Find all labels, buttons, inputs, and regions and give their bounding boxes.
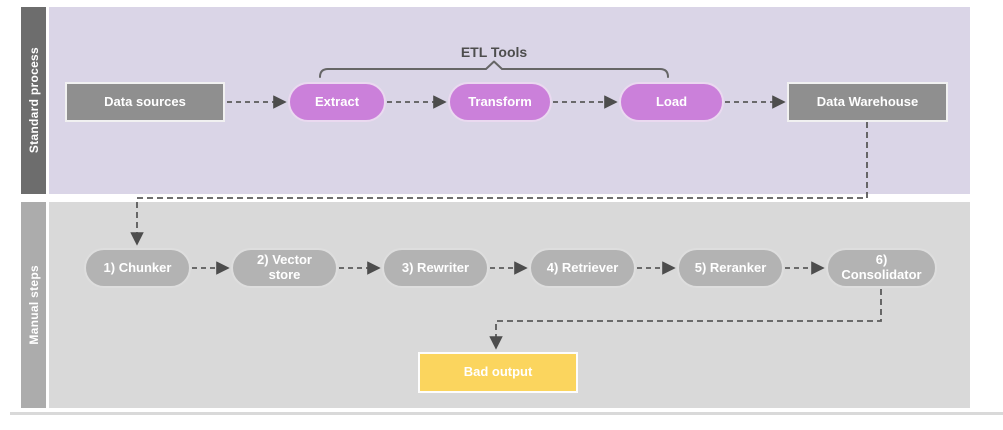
node-data-warehouse: Data Warehouse <box>787 82 948 122</box>
node-bad-output: Bad output <box>418 352 578 393</box>
node-retriever: 4) Retriever <box>529 248 636 288</box>
lane-label-manual-steps: Manual steps <box>26 265 41 345</box>
lane-label-standard-process: Standard process <box>26 47 41 154</box>
node-vector-store: 2) Vector store <box>231 248 338 288</box>
bottom-divider <box>10 412 1003 415</box>
lane-header-standard-process: Standard process <box>21 7 46 194</box>
node-load: Load <box>619 82 724 122</box>
node-data-sources: Data sources <box>65 82 225 122</box>
node-reranker: 5) Reranker <box>677 248 784 288</box>
node-chunker: 1) Chunker <box>84 248 191 288</box>
node-consolidator: 6) Consolidator <box>826 248 937 288</box>
lane-header-manual-steps: Manual steps <box>21 202 46 408</box>
node-extract: Extract <box>288 82 386 122</box>
node-transform: Transform <box>448 82 552 122</box>
etl-tools-label: ETL Tools <box>460 44 528 60</box>
node-rewriter: 3) Rewriter <box>382 248 489 288</box>
